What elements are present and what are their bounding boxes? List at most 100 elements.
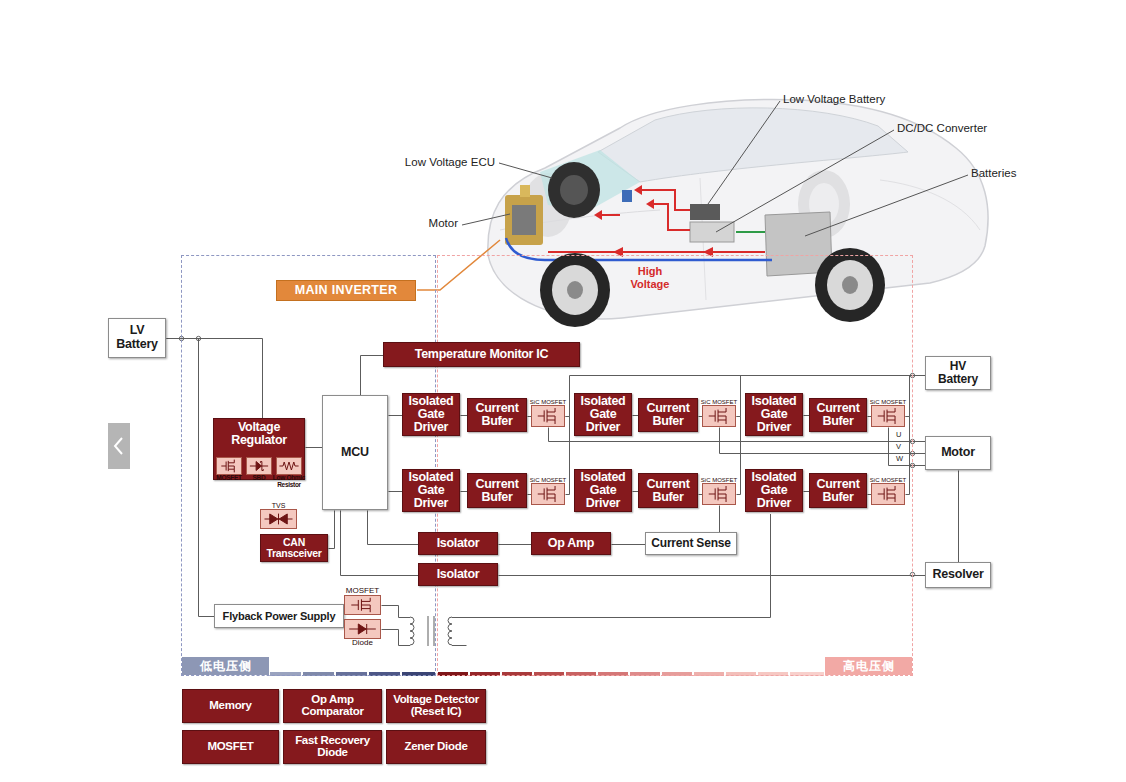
chip-box: Zener Diode (386, 730, 486, 764)
inverter-leader (417, 240, 500, 290)
chip-box: Isolated Gate Driver (402, 469, 460, 512)
wire-connector (389, 491, 403, 492)
wheel-rim (552, 265, 598, 315)
chip-box: Current Bufer (809, 398, 867, 432)
body-crease (880, 180, 980, 230)
symbol-box: SiC MOSFET (871, 405, 905, 427)
car-glass (598, 108, 908, 182)
device-box: Resolver (925, 562, 991, 588)
box-label: Fast Recovery Diode (287, 735, 378, 758)
transformer-coil (410, 617, 414, 645)
flow-line (642, 190, 690, 210)
box-label: Voltage Regulator (217, 421, 301, 447)
wire (452, 514, 771, 618)
ecu-chip (622, 190, 632, 202)
mosfet-symbol (872, 484, 904, 504)
part-label: SBD (253, 475, 266, 482)
wire-connector (612, 544, 646, 545)
leader-line (462, 214, 510, 225)
box-label: MCU (326, 446, 384, 460)
region-label: 低电压侧 (182, 657, 269, 675)
chip-box: Current Bufer (638, 398, 698, 432)
box-label: MOSFET (186, 741, 275, 753)
symbol-box: SBD (246, 457, 272, 475)
chip-box: Isolator (418, 563, 498, 586)
arrowhead (646, 199, 654, 209)
wire-connector (361, 356, 384, 396)
box-label: Isolator (422, 568, 494, 581)
wire-connector (499, 575, 926, 576)
part-label: SiC MOSFET (530, 399, 566, 405)
chip-box: Op Amp Comparator (283, 689, 382, 723)
symbol-stroke (538, 408, 555, 424)
wheel-hub (842, 276, 858, 294)
power-flow-arrows (548, 185, 765, 257)
box-label: Isolated Gate Driver (578, 395, 628, 433)
wire-connector (499, 544, 532, 545)
wire (382, 630, 411, 646)
box-label: Current Bufer (642, 402, 694, 428)
symbol-stroke (709, 486, 726, 502)
chip-box: Voltage Detector (Reset IC) (386, 689, 486, 723)
chip-box: Current Bufer (809, 473, 867, 508)
voltage-region: 低电压侧MAIN INVERTERVoltage RegulatorMOSFET… (181, 255, 436, 676)
part-label: SiC MOSFET (870, 399, 906, 405)
box-label: Voltage Detector (Reset IC) (390, 694, 482, 717)
wire-connector (329, 511, 335, 549)
chip-box: MOSFET (182, 730, 279, 764)
wire-connector (889, 428, 926, 466)
box-label: MAIN INVERTER (280, 284, 412, 297)
flow-line (602, 214, 620, 216)
motor-part (512, 205, 536, 235)
mosfet-symbol (703, 406, 735, 426)
box-label: Current Sense (649, 537, 733, 550)
mosfet-symbol (345, 596, 380, 614)
leader-line (708, 101, 780, 204)
box-label: Op Amp Comparator (287, 694, 378, 717)
junction-dots (179, 336, 914, 576)
chip-box: Current Bufer (638, 473, 698, 508)
hv-cable (506, 238, 772, 260)
device-box: Motor (925, 436, 991, 470)
symbol-stroke (538, 486, 555, 502)
motor-assembly (505, 185, 543, 245)
transformer (410, 616, 452, 646)
chip-box: Isolated Gate Driver (402, 393, 460, 436)
box-label: Current Bufer (813, 478, 863, 504)
leader-line (499, 163, 552, 178)
wheel-hub (567, 281, 583, 299)
flow-line (654, 204, 690, 230)
device-box: LV Battery (108, 318, 166, 358)
box-label: Resolver (929, 568, 987, 582)
chip-box: CAN Transceiver (260, 534, 328, 562)
symbol-stroke (878, 408, 895, 424)
callout-label: Low Voltage ECU (405, 156, 495, 169)
symbol-stroke (270, 514, 278, 524)
symbol-box: SiC MOSFET (702, 483, 736, 505)
symbol-box: SiC MOSFET (531, 405, 565, 427)
box-label: Current Bufer (471, 478, 523, 504)
chip-box: Temperature Monitor IC (383, 342, 580, 367)
mosfet-symbol (532, 484, 564, 504)
symbol-stroke (358, 624, 366, 634)
chip-box: Current Bufer (467, 473, 527, 508)
chip-box: Isolator (418, 532, 498, 555)
box-label: Current Bufer (813, 402, 863, 428)
motor-part (520, 185, 530, 197)
power-wires (382, 514, 771, 646)
part-label: SiC MOSFET (701, 477, 737, 483)
callout-box: MAIN INVERTER (276, 280, 416, 301)
mosfet-symbol (872, 406, 904, 426)
symbol-box: SiC MOSFET (531, 483, 565, 505)
box-label: Temperature Monitor IC (387, 348, 576, 361)
wire-connector (906, 376, 926, 417)
symbol-stroke (878, 486, 895, 502)
chip-box: Isolated Gate Driver (745, 469, 803, 512)
part-label: MOSFET (346, 587, 379, 595)
chip-box: Voltage RegulatorMOSFETSBDLow Ohmic Resi… (213, 418, 305, 480)
symbol-box: MOSFET (344, 595, 381, 615)
arrowhead (594, 210, 602, 220)
leader-lines (462, 101, 968, 236)
